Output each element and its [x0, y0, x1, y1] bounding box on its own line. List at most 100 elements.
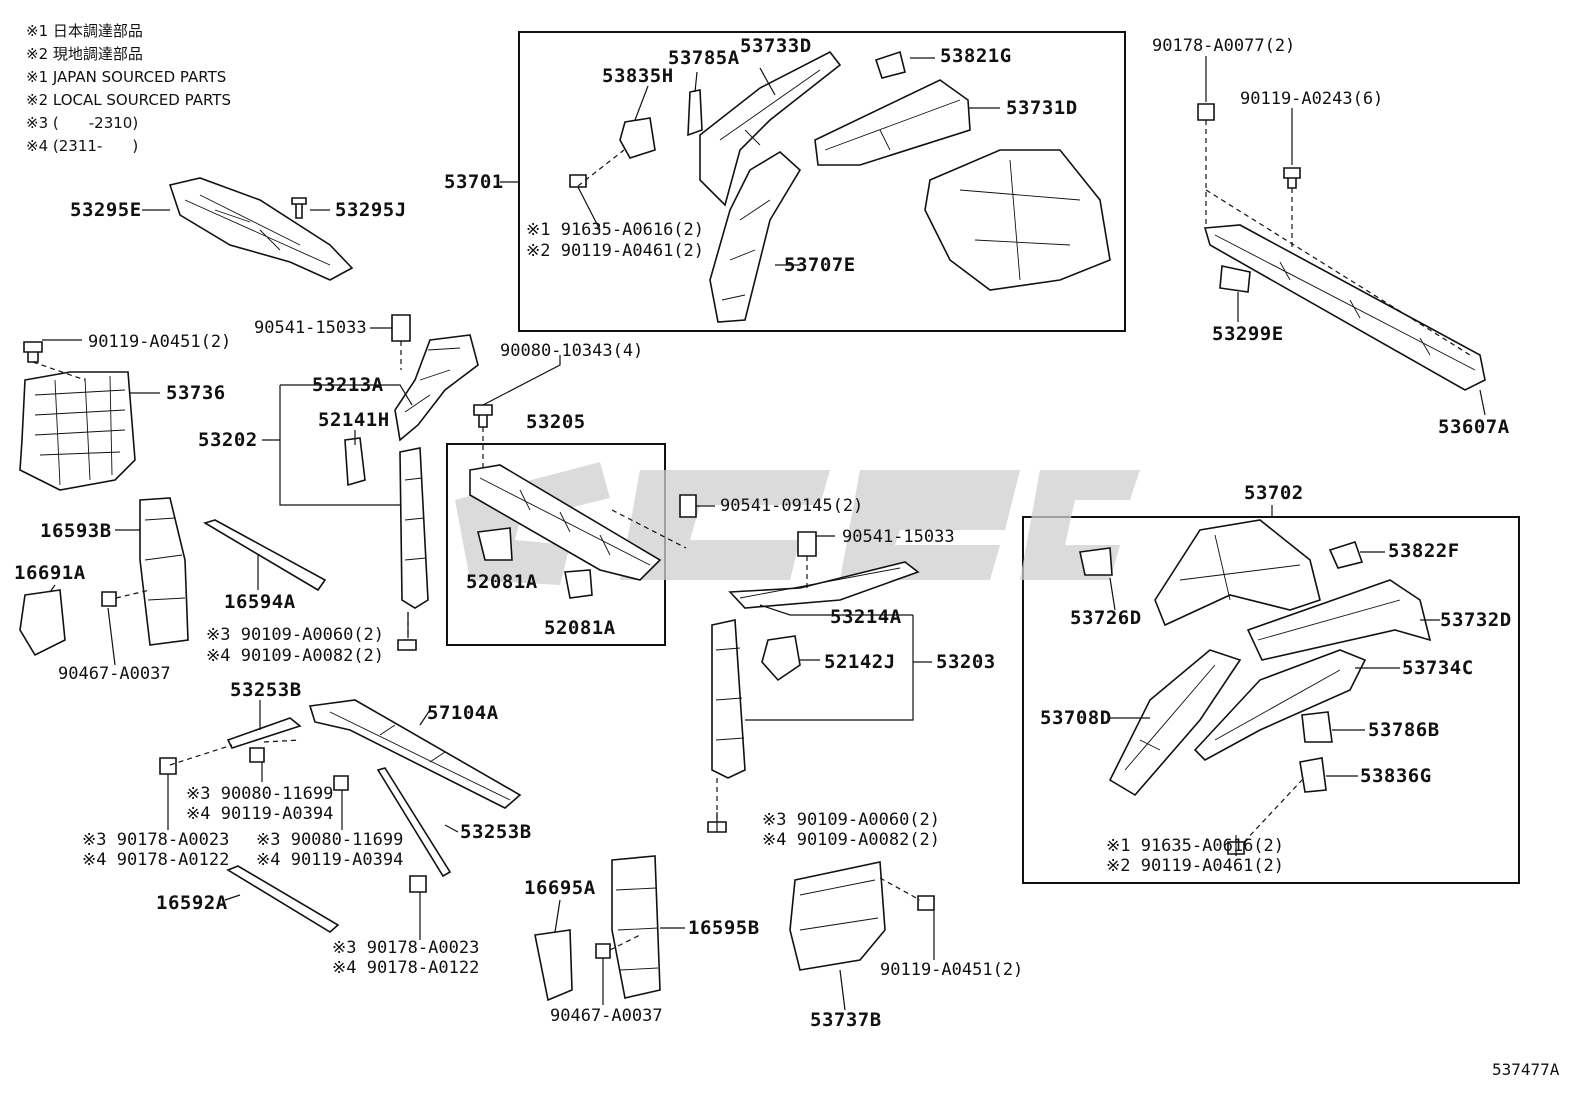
label-90080-11699-b: ※3 90080-11699	[256, 830, 404, 850]
part-53821G	[874, 50, 906, 79]
label-90109-A0082-b: ※4 90109-A0082(2)	[762, 830, 941, 850]
part-53295E	[168, 177, 354, 281]
part-90119-A0451-a	[23, 341, 43, 363]
legend-line: ※1 JAPAN SOURCED PARTS	[26, 68, 227, 86]
part-53205	[469, 464, 662, 581]
label-53607A: 53607A	[1438, 416, 1510, 438]
label-90178-A0122-b: ※4 90178-A0122	[332, 958, 480, 978]
part-53785A	[687, 89, 703, 137]
label-53836G: 53836G	[1360, 765, 1432, 787]
legend-line: ※3 ( -2310)	[26, 114, 139, 132]
part-57104A	[308, 699, 522, 809]
label-90119-A0394-a: ※4 90119-A0394	[186, 804, 334, 824]
leader-lines	[42, 56, 1486, 1011]
label-53702: 53702	[1244, 482, 1304, 504]
label-16691A: 16691A	[14, 562, 86, 584]
label-57104A: 57104A	[427, 702, 499, 724]
part-strut-tower-right	[1154, 519, 1321, 627]
label-90119-A0461-b: ※2 90119-A0461(2)	[1106, 856, 1285, 876]
label-52141H: 52141H	[318, 409, 390, 431]
part-90541-15033-b	[797, 531, 817, 557]
group-box-53702	[1022, 516, 1520, 884]
part-90467-A0037-a	[101, 591, 117, 607]
label-53734C: 53734C	[1402, 657, 1474, 679]
part-53733D	[699, 50, 842, 207]
label-53835H: 53835H	[602, 65, 674, 87]
label-90109-A0060-a: ※3 90109-A0060(2)	[206, 625, 385, 645]
label-90178-A0023-a: ※3 90178-A0023	[82, 830, 230, 850]
part-53734C	[1193, 649, 1367, 761]
legend-line: ※2 現地調達部品	[26, 45, 143, 63]
part-90080-11699-b	[333, 775, 349, 791]
part-53707E	[709, 151, 802, 323]
part-90467-A0037-b	[595, 943, 611, 959]
part-53213A	[394, 334, 479, 442]
label-53733D: 53733D	[740, 35, 812, 57]
label-52081A-2: 52081A	[544, 617, 616, 639]
diagram-code: 537477A	[1492, 1060, 1560, 1079]
part-53202-pillar	[399, 447, 429, 609]
label-53295E: 53295E	[70, 199, 142, 221]
label-90467-A0037-b: 90467-A0037	[550, 1006, 663, 1026]
label-91635-A0616-a: ※1 91635-A0616(2)	[526, 220, 705, 240]
part-53836G	[1299, 757, 1327, 793]
part-16593B	[139, 497, 189, 646]
part-16695A	[534, 929, 573, 1002]
group-box-53701	[518, 31, 1126, 332]
part-91635-A0616-a	[569, 174, 587, 188]
dashed-assembly-lines	[32, 120, 1471, 951]
label-53736: 53736	[166, 382, 226, 404]
label-53253B-1: 53253B	[230, 679, 302, 701]
part-90119-A0243	[1283, 167, 1301, 189]
part-53786B	[1301, 711, 1333, 743]
label-90467-A0037-a: 90467-A0037	[58, 664, 171, 684]
label-53732D: 53732D	[1440, 609, 1512, 631]
part-52141H	[344, 437, 366, 487]
label-90119-A0243: 90119-A0243(6)	[1240, 89, 1384, 109]
label-53785A: 53785A	[668, 47, 740, 69]
label-53737B: 53737B	[810, 1009, 882, 1031]
label-16594A: 16594A	[224, 591, 296, 613]
label-53202: 53202	[198, 429, 258, 451]
legend-line: ※2 LOCAL SOURCED PARTS	[26, 91, 231, 109]
label-90178-A0122-a: ※4 90178-A0122	[82, 850, 230, 870]
part-53731D	[814, 79, 971, 166]
label-53707E: 53707E	[784, 254, 856, 276]
label-53822F: 53822F	[1388, 540, 1460, 562]
part-52081A-2	[564, 569, 593, 599]
label-90119-A0394-b: ※4 90119-A0394	[256, 850, 404, 870]
part-90178-A0023-b	[409, 875, 427, 893]
label-53253B-2: 53253B	[460, 821, 532, 843]
part-90541-09145	[679, 494, 697, 518]
part-52142J	[761, 635, 801, 682]
part-90119-A0451-b	[917, 895, 935, 911]
label-53214A: 53214A	[830, 606, 902, 628]
part-53607A	[1203, 224, 1486, 391]
label-53701: 53701	[444, 171, 504, 193]
label-16595B: 16595B	[688, 917, 760, 939]
label-90109-A0060-b: ※3 90109-A0060(2)	[762, 810, 941, 830]
legend-line: ※1 日本調達部品	[26, 22, 143, 40]
part-53732D	[1246, 579, 1432, 661]
label-53299E: 53299E	[1212, 323, 1284, 345]
part-90080-11699-a	[249, 747, 265, 763]
part-53726D	[1079, 547, 1113, 576]
part-53708D	[1108, 649, 1242, 797]
legend-line: ※4 (2311- )	[26, 137, 139, 155]
label-90080-10343: 90080-10343(4)	[500, 341, 644, 361]
part-53736	[19, 371, 136, 491]
label-90541-15033-b: 90541-15033	[842, 527, 955, 547]
label-90178-A0023-b: ※3 90178-A0023	[332, 938, 480, 958]
label-53203: 53203	[936, 651, 996, 673]
part-53253B-2	[376, 767, 452, 878]
label-52081A-1: 52081A	[466, 571, 538, 593]
part-16595B	[611, 855, 661, 999]
label-53708D: 53708D	[1040, 707, 1112, 729]
label-90119-A0451-b: 90119-A0451(2)	[880, 960, 1024, 980]
part-53214A	[728, 561, 920, 609]
part-90178-A0023-a	[159, 757, 177, 775]
label-90178-A0077: 90178-A0077(2)	[1152, 36, 1296, 56]
part-53203-pillar	[711, 619, 746, 779]
